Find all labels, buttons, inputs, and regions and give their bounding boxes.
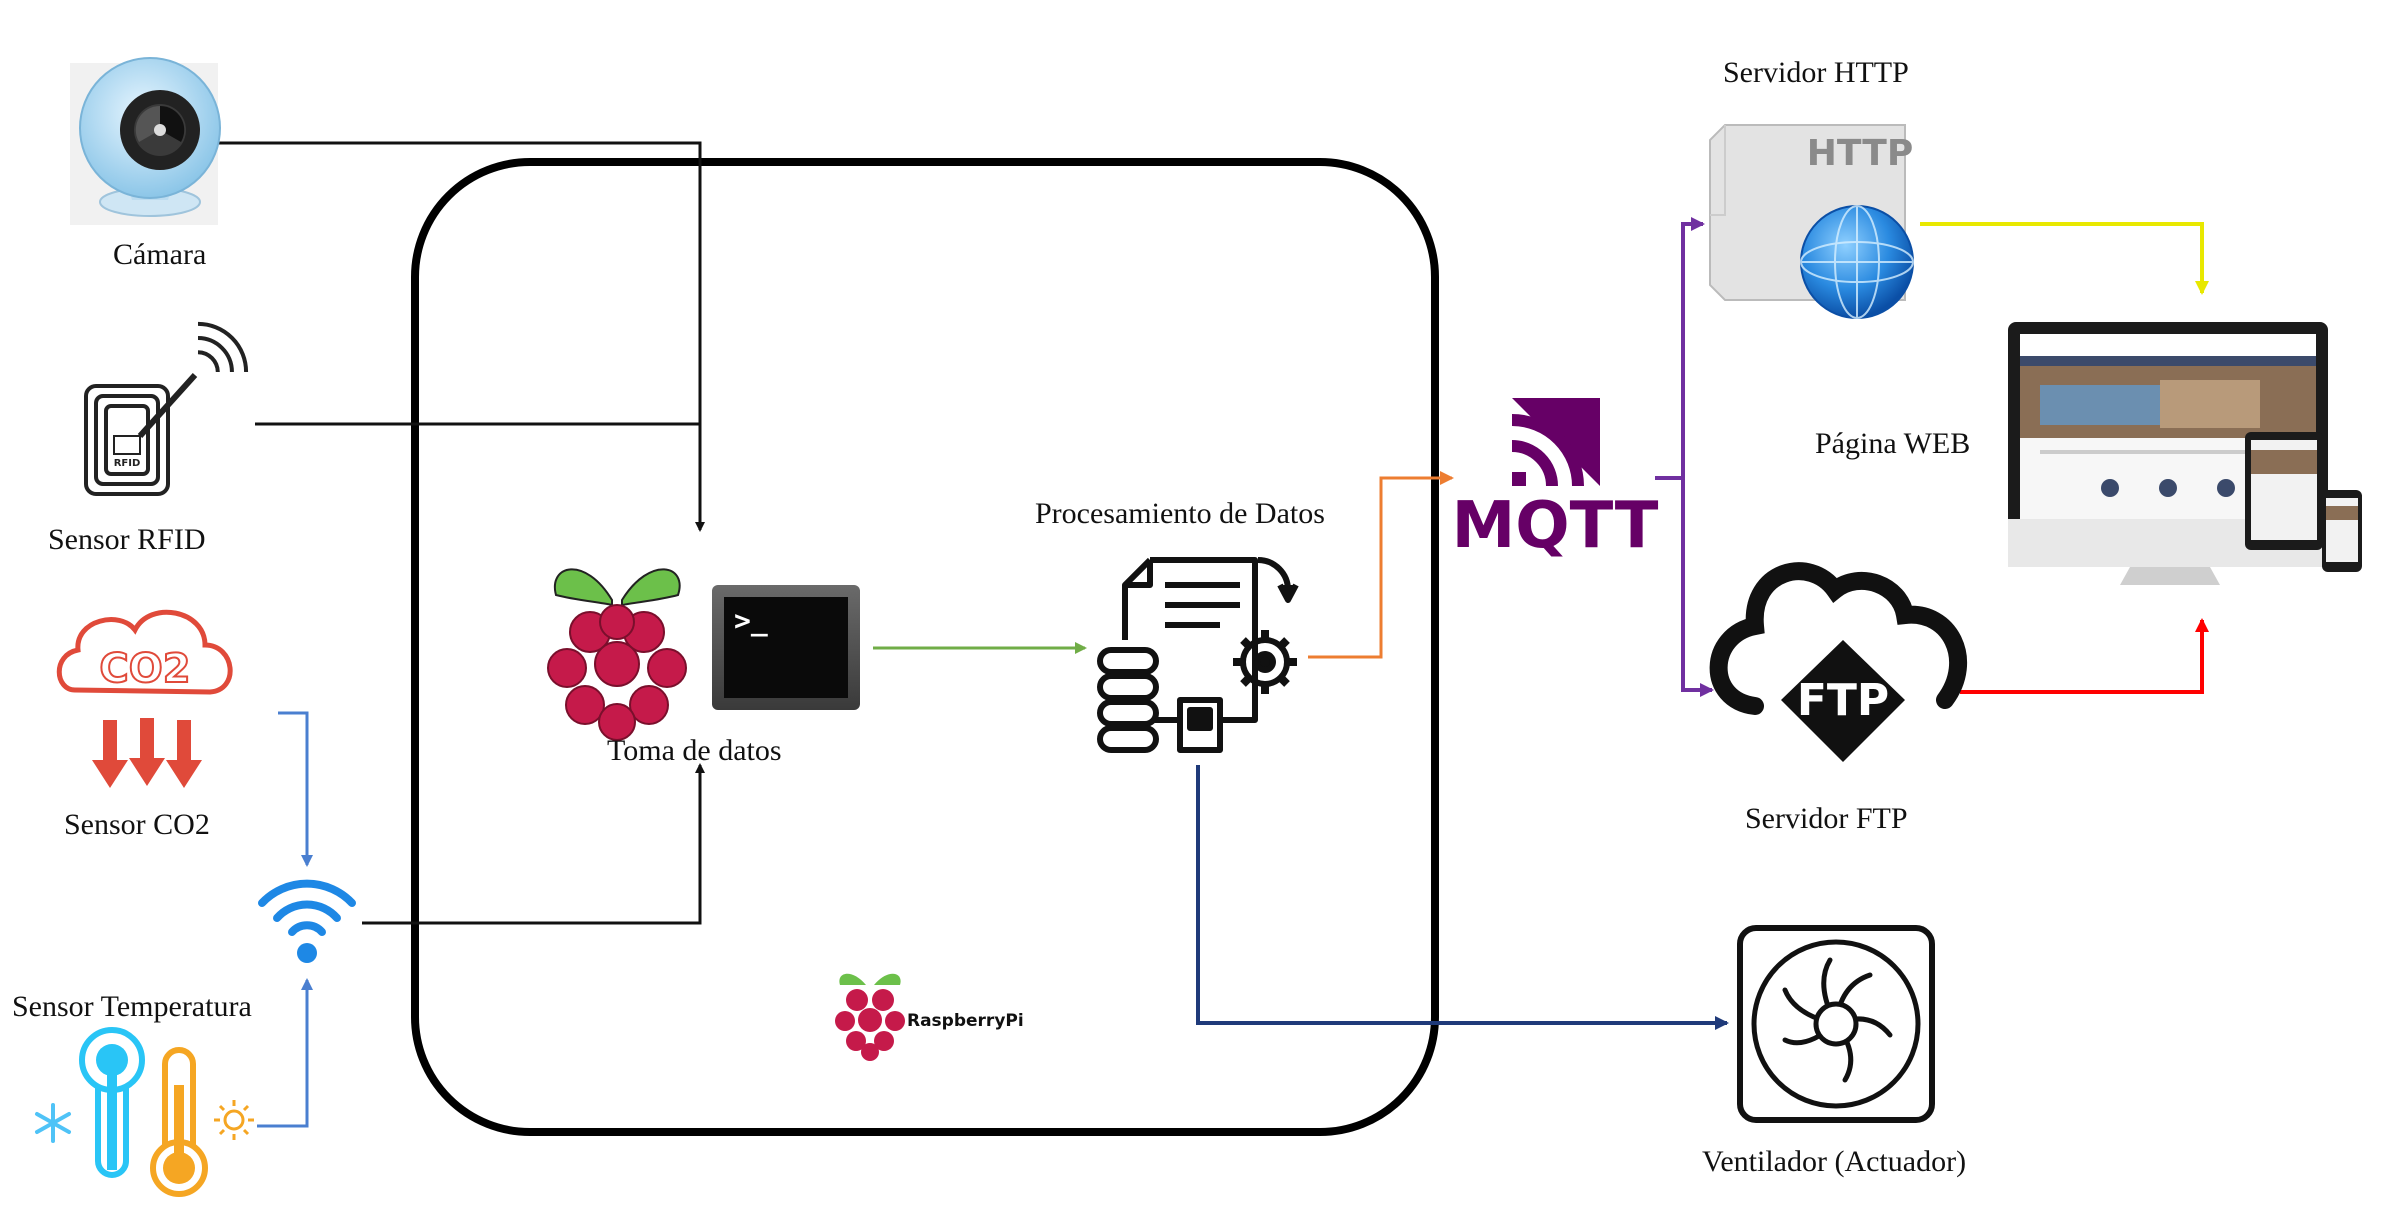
co2-icon: CO2 xyxy=(56,609,233,788)
mqtt-to-http-arrow xyxy=(1681,217,1705,478)
http-icon-text: HTTP xyxy=(1807,133,1913,174)
rfid-icon: RFID xyxy=(84,321,249,496)
snowflake-icon xyxy=(35,1103,71,1143)
http-server-icon: HTTP xyxy=(1709,124,1914,319)
mqtt-logo: MQTT xyxy=(1452,398,1659,563)
mqtt-to-ftp-arrow xyxy=(1681,478,1714,697)
raspberry-pi-boundary xyxy=(411,158,1439,1136)
ftp-server-label: Servidor FTP xyxy=(1745,802,1908,835)
camera-label: Cámara xyxy=(113,238,207,271)
camera-to-capture-arrow xyxy=(218,141,705,532)
ftp-to-web-arrow xyxy=(1960,618,2209,694)
web-page-devices-icon xyxy=(2008,322,2362,585)
processing-to-mqtt-arrow xyxy=(1308,471,1454,659)
terminal-prompt-text: >_ xyxy=(734,604,768,637)
co2-icon-text: CO2 xyxy=(99,646,190,692)
temperature-icon xyxy=(35,1027,254,1197)
co2-to-wifi-arrow xyxy=(278,711,313,867)
camera-icon xyxy=(70,57,221,225)
terminal-icon: >_ xyxy=(712,585,860,710)
http-to-web-arrow xyxy=(1920,222,2209,295)
data-processing-icon xyxy=(1097,557,1299,753)
temperature-to-wifi-arrow xyxy=(257,978,313,1128)
co2-sensor-label: Sensor CO2 xyxy=(64,808,210,841)
wifi-icon xyxy=(258,879,356,963)
fan-icon xyxy=(1737,925,1935,1123)
sun-icon xyxy=(214,1100,254,1140)
http-server-label: Servidor HTTP xyxy=(1723,56,1909,89)
data-capture-label: Toma de datos xyxy=(607,734,782,767)
ftp-server-icon: FTP xyxy=(1709,562,1968,762)
processing-to-fan-arrow xyxy=(1196,765,1729,1030)
temperature-sensor-label: Sensor Temperatura xyxy=(12,990,252,1023)
web-page-label: Página WEB xyxy=(1815,427,1971,460)
rfid-sensor-label: Sensor RFID xyxy=(48,523,206,556)
fan-actuator-label: Ventilador (Actuador) xyxy=(1702,1145,1967,1178)
data-processing-label: Procesamiento de Datos xyxy=(1035,497,1325,530)
wifi-to-capture-arrow xyxy=(362,763,705,925)
ftp-icon-text: FTP xyxy=(1797,675,1889,726)
rfid-icon-text: RFID xyxy=(114,458,141,469)
mqtt-logo-text: MQTT xyxy=(1452,489,1659,563)
raspberry-pi-small-logo xyxy=(835,973,905,1061)
raspberry-pi-logo-text: RaspberryPi xyxy=(907,1011,1024,1031)
raspberry-pi-icon xyxy=(547,568,687,741)
